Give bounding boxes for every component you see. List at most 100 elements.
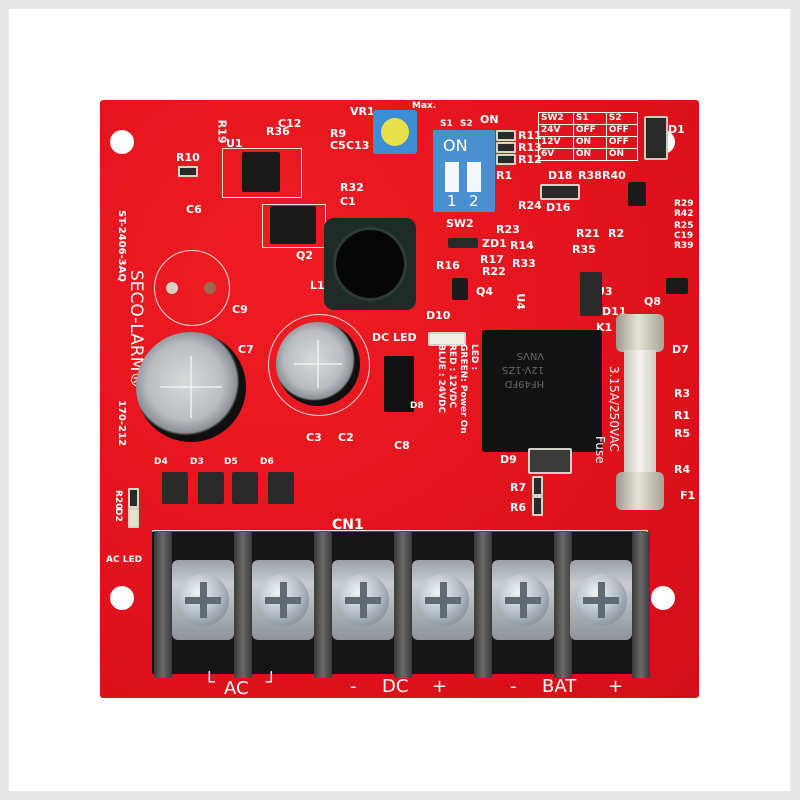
label-sw2: SW2 — [446, 217, 474, 230]
table-cell: OFF — [608, 137, 629, 147]
label-r5: R5 — [674, 427, 691, 440]
terminal-screw-bat-plus[interactable] — [575, 574, 627, 626]
label-r17: R17 — [480, 253, 504, 266]
label-c2: C2 — [338, 431, 354, 444]
label-d8: D8 — [410, 401, 424, 411]
led-legend: LED : GREEN: Power On RED : 12VDC BLUE :… — [436, 344, 479, 434]
relay-marking-line2: 12V-1ZS — [502, 364, 545, 375]
diode-d8 — [384, 356, 414, 412]
label-c19: C19 — [674, 231, 694, 241]
label-r23: R23 — [496, 223, 520, 236]
label-d10: D10 — [426, 309, 451, 322]
resistor-r13 — [496, 142, 516, 153]
mounting-hole-bottom-right — [651, 586, 675, 610]
diode-d1 — [644, 116, 668, 160]
table-cell: 6V — [539, 149, 574, 160]
terminal-barrier — [314, 532, 332, 678]
c9-pad-left — [166, 282, 178, 294]
terminal-screw-ac2[interactable] — [257, 574, 309, 626]
table-cell: ON — [608, 149, 625, 159]
label-c9: C9 — [232, 303, 248, 316]
label-u3: U3 — [596, 285, 613, 298]
diode-d9 — [528, 448, 572, 474]
label-d9: D9 — [500, 453, 517, 466]
dip-pos-2: 2 — [469, 192, 479, 210]
label-u4: U4 — [513, 293, 527, 310]
label-c12-r36: C12 — [278, 117, 302, 130]
relay-k1: HF49FD 12V-1ZS VNVS — [482, 330, 602, 452]
terminal-barrier — [394, 532, 412, 678]
diode-d18 — [540, 184, 580, 200]
resistor-r7 — [532, 476, 543, 496]
label-r35: R35 — [572, 243, 596, 256]
capacitor-c7 — [136, 332, 246, 442]
label-r12: R12 — [518, 153, 542, 166]
c9-footprint — [154, 250, 230, 326]
terminal-screw-dc-plus[interactable] — [417, 574, 469, 626]
zener-zd1 — [448, 238, 478, 248]
led-legend-blue: BLUE : 24VDC — [436, 344, 446, 414]
label-dc-minus: - — [350, 676, 357, 697]
label-d7: D7 — [672, 343, 689, 356]
label-c1: C1 — [340, 195, 356, 208]
rectifier-d5 — [232, 472, 258, 504]
led-d2 — [128, 508, 139, 528]
transistor-q4 — [452, 278, 468, 300]
label-cn1: CN1 — [332, 517, 364, 533]
table-row: 24V OFF OFF — [539, 125, 637, 137]
label-r36: R36 — [266, 125, 290, 138]
terminal-screw-bat-minus[interactable] — [497, 574, 549, 626]
led-legend-red: RED : 12VDC — [447, 344, 457, 408]
u1-chip — [242, 152, 280, 192]
resistor-r11 — [496, 130, 516, 141]
label-r25: R25 — [674, 221, 694, 231]
table-row: 6V ON ON — [539, 149, 637, 160]
label-r9: R9 — [330, 127, 347, 140]
c3-footprint — [268, 314, 370, 416]
label-ac-led: AC LED — [106, 555, 143, 565]
label-dc: DC — [382, 676, 409, 697]
label-r13: R13 — [518, 141, 542, 154]
relay-marking-line1: HF49FD — [504, 378, 545, 389]
label-r20: R20 — [113, 490, 123, 510]
label-dc-led: DC LED — [372, 331, 417, 344]
table-header-sw2: SW2 — [539, 113, 574, 124]
label-d6: D6 — [260, 457, 274, 467]
fuse-glass — [624, 350, 656, 474]
mounting-hole-top-left — [110, 130, 134, 154]
terminal-barrier — [234, 532, 252, 678]
resistor-r12 — [496, 154, 516, 165]
label-c8: C8 — [394, 439, 410, 452]
rectifier-d6 — [268, 472, 294, 504]
label-f1: F1 — [680, 489, 696, 502]
q2-chip — [270, 206, 316, 244]
diode-d11 — [580, 272, 602, 316]
label-d5: D5 — [224, 457, 238, 467]
dip-pos-1: 1 — [447, 192, 457, 210]
label-d4: D4 — [154, 457, 168, 467]
pot-knob — [381, 118, 409, 146]
label-d16: D16 — [546, 201, 571, 214]
circuit-board: SECO-LARM® ST-2406-3AQ 170-212 U1 R10 R1… — [100, 100, 699, 698]
label-r10: R10 — [176, 151, 200, 164]
dip-lever-1 — [445, 162, 459, 192]
label-max: Max. — [412, 101, 437, 111]
label-r4: R4 — [674, 463, 691, 476]
terminal-barrier — [554, 532, 572, 678]
label-r24: R24 — [518, 199, 542, 212]
table-cell: OFF — [574, 125, 607, 136]
terminal-screw-dc-minus[interactable] — [337, 574, 389, 626]
relay-marking-line3: VNVS — [516, 350, 545, 361]
label-d1: D1 — [668, 123, 685, 136]
label-c5: C5 — [330, 139, 346, 152]
label-r40: R40 — [602, 169, 626, 182]
rectifier-d4 — [162, 472, 188, 504]
label-k1: K1 — [596, 321, 613, 334]
label-r2: R2 — [608, 227, 625, 240]
terminal-screw-ac1[interactable] — [177, 574, 229, 626]
u1-outline — [222, 148, 302, 198]
terminal-barrier — [474, 532, 492, 678]
table-cell: 12V — [539, 137, 574, 148]
label-vr1: VR1 — [350, 105, 375, 118]
c9-pad-right — [204, 282, 216, 294]
